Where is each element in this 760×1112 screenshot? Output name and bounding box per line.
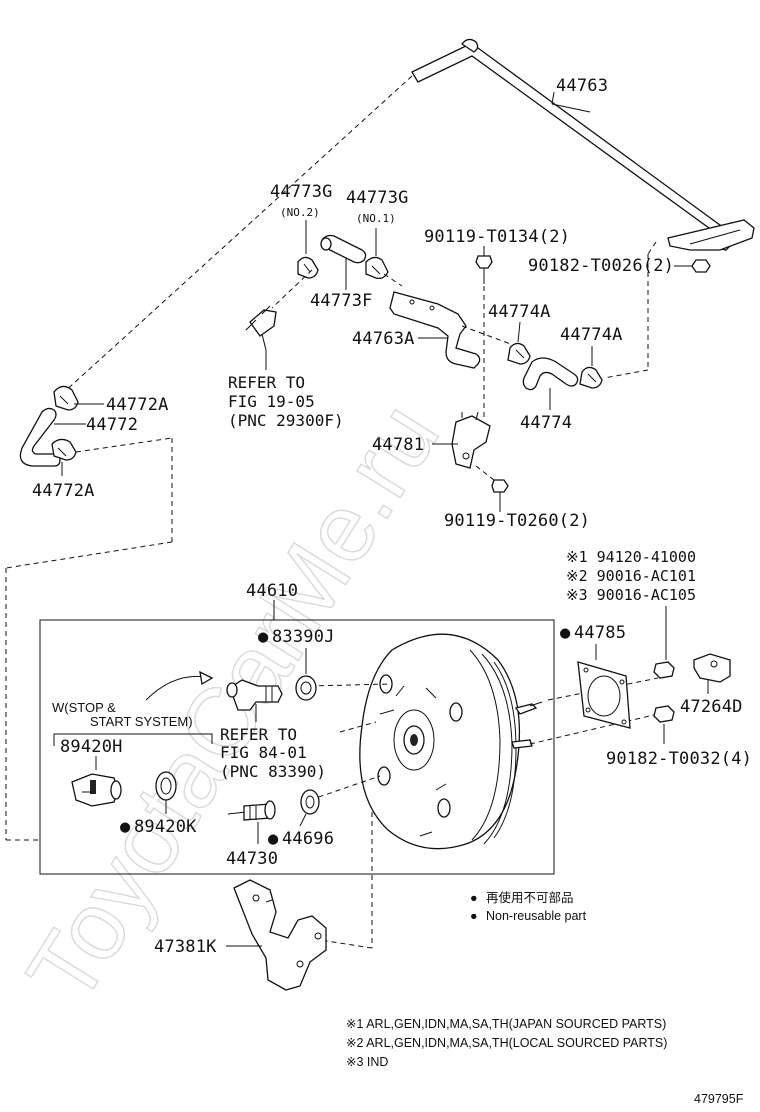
nut-90182-T0026[interactable] — [691, 259, 711, 273]
label-44773G-no2: 44773G — [270, 182, 333, 202]
clip-44773G-no1[interactable] — [365, 256, 389, 280]
label-47264D: 47264D — [680, 697, 743, 717]
condition-line1: W(STOP & — [52, 700, 116, 715]
ref-19-05-line1: REFER TO — [228, 373, 305, 392]
footnote-1: ※1 ARL,GEN,IDN,MA,SA,TH(JAPAN SOURCED PA… — [346, 1017, 666, 1031]
bullet-83390J: ● — [258, 627, 269, 647]
vacuum-pipe-44763[interactable] — [411, 38, 755, 251]
hose-44772[interactable] — [19, 407, 61, 467]
hose-44774[interactable] — [522, 357, 579, 391]
nut-94120-41000[interactable] — [653, 661, 675, 679]
clip-44774A-2[interactable] — [579, 366, 603, 389]
footnote-3: ※3 IND — [346, 1055, 388, 1069]
clip-44773G-no2[interactable] — [297, 256, 319, 279]
label-44772A-1: 44772A — [106, 395, 169, 415]
nut-90182-T0032[interactable] — [653, 705, 675, 723]
fitting-ref-84-01[interactable] — [226, 679, 283, 711]
bullet-89420K: ● — [120, 817, 131, 837]
label-44774: 44774 — [520, 413, 572, 433]
bolt-90119-T0134[interactable] — [475, 255, 493, 284]
legend-jp: 再使用不可部品 — [486, 890, 574, 905]
bullet-44696: ● — [268, 829, 279, 849]
label-44730: 44730 — [226, 849, 278, 869]
ref-84-01-line2: FIG 84-01 — [220, 743, 307, 762]
label-44773G-no1: 44773G — [346, 188, 409, 208]
label-44610: 44610 — [246, 581, 298, 601]
alt-note-2: ※2 90016-AC101 — [566, 567, 696, 585]
figure-id: 479795F — [694, 1092, 744, 1106]
sensor-89420H[interactable] — [71, 773, 122, 807]
bracket-44763A[interactable] — [389, 291, 481, 369]
label-44785: 44785 — [574, 623, 626, 643]
condition-line2: START SYSTEM) — [90, 714, 193, 729]
label-44763A: 44763A — [352, 329, 415, 349]
label-90182-T0026: 90182-T0026(2) — [528, 256, 674, 276]
label-44774A-2: 44774A — [560, 325, 623, 345]
label-44773F: 44773F — [310, 291, 373, 311]
label-44696: 44696 — [282, 829, 334, 849]
label-90119-T0134: 90119-T0134(2) — [424, 227, 570, 247]
bullet-44785: ● — [560, 623, 571, 643]
bracket-44781[interactable] — [451, 411, 491, 469]
bracket-47381K[interactable] — [233, 879, 327, 991]
label-83390J: 83390J — [272, 627, 335, 647]
assembly-box-44610 — [39, 619, 555, 875]
ref-19-05-line3: (PNC 29300F) — [228, 411, 344, 430]
footnote-2: ※2 ARL,GEN,IDN,MA,SA,TH(LOCAL SOURCED PA… — [346, 1036, 667, 1050]
grommet-89420K[interactable] — [155, 771, 177, 801]
clip-44772A-1[interactable] — [53, 385, 79, 411]
grommet-44696[interactable] — [300, 789, 320, 815]
label-44774A-1: 44774A — [488, 302, 551, 322]
ref-84-01-line3: (PNC 83390) — [220, 762, 326, 781]
label-89420H: 89420H — [60, 737, 123, 757]
label-44772A-2: 44772A — [32, 481, 95, 501]
bolt-90119-T0260[interactable] — [491, 479, 509, 502]
fitting-ref-19-05[interactable] — [245, 305, 277, 351]
alt-note-1: ※1 94120-41000 — [566, 548, 696, 566]
label-89420K: 89420K — [134, 817, 197, 837]
legend-bullet-en: ● — [470, 909, 478, 923]
label-44763: 44763 — [556, 76, 608, 96]
label-44781: 44781 — [372, 435, 424, 455]
label-47381K: 47381K — [154, 937, 217, 957]
label-90119-T0260: 90119-T0260(2) — [444, 511, 590, 531]
brake-booster-44610[interactable] — [359, 633, 543, 850]
clip-44774A-1[interactable] — [507, 342, 531, 365]
label-44772: 44772 — [86, 415, 138, 435]
note-44773G-no2: (NO.2) — [280, 206, 320, 219]
clip-44772A-2[interactable] — [51, 438, 77, 461]
ref-19-05-line2: FIG 19-05 — [228, 392, 315, 411]
legend-bullet-jp: ● — [470, 891, 478, 905]
ref-84-01-line1: REFER TO — [220, 725, 297, 744]
alt-note-3: ※3 90016-AC105 — [566, 586, 696, 604]
note-44773G-no1: (NO.1) — [356, 212, 396, 225]
bracket-47264D[interactable] — [693, 653, 731, 683]
label-90182-T0032: 90182-T0032(4) — [606, 749, 752, 769]
grommet-83390J[interactable] — [295, 675, 317, 701]
legend-en: Non-reusable part — [486, 909, 587, 923]
gasket-44785[interactable] — [577, 661, 631, 729]
hose-44773F[interactable] — [320, 234, 367, 264]
check-valve-44730[interactable] — [227, 800, 276, 821]
